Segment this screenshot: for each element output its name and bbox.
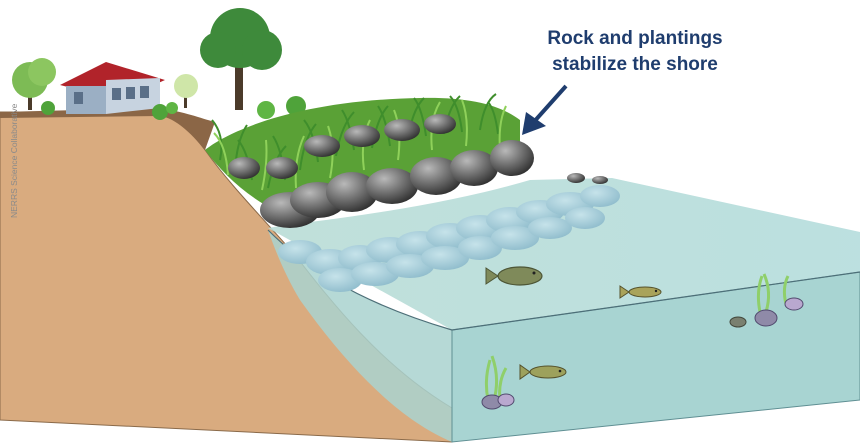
shellfish-icon: [481, 393, 515, 410]
rock-icon: [344, 125, 380, 147]
rock-icon: [567, 173, 585, 183]
water-surface: [268, 178, 860, 330]
rock-revetment: [228, 114, 608, 228]
submerged-rocks: [278, 185, 620, 292]
flounder-icon: [485, 266, 543, 286]
fish-icon: [619, 285, 662, 299]
rock-icon: [424, 114, 456, 134]
fish-icon: [519, 364, 567, 380]
rock-icon: [304, 135, 340, 157]
rock-icon: [490, 140, 534, 176]
shrub-icon: [257, 101, 275, 119]
house-icon: [60, 62, 165, 114]
tree-icon: [200, 8, 282, 110]
background-trees: [12, 8, 282, 110]
tree-icon: [174, 74, 198, 108]
shrub-icon: [166, 102, 178, 114]
shrub-icon: [152, 104, 168, 120]
shrub-icon: [41, 101, 55, 115]
callout-line-2: stabilize the shore: [552, 54, 718, 75]
shellfish-icon: [729, 297, 804, 328]
image-credit: NERRS Science Collaborative: [9, 103, 19, 218]
rock-icon: [228, 157, 260, 179]
rock-icon: [410, 157, 462, 195]
rock-icon: [366, 168, 418, 204]
rock-icon: [592, 176, 608, 184]
shrubs: [41, 96, 306, 120]
rock-icon: [326, 172, 378, 212]
callout-line-1: Rock and plantings: [547, 28, 723, 49]
rock-icon: [450, 150, 498, 186]
shoreline-callout: Rock and plantings stabilize the shore: [520, 26, 750, 78]
rock-icon: [384, 119, 420, 141]
rock-icon: [266, 157, 298, 179]
shrub-icon: [286, 96, 306, 116]
tree-icon: [12, 58, 56, 110]
arrow-icon: [522, 84, 568, 135]
